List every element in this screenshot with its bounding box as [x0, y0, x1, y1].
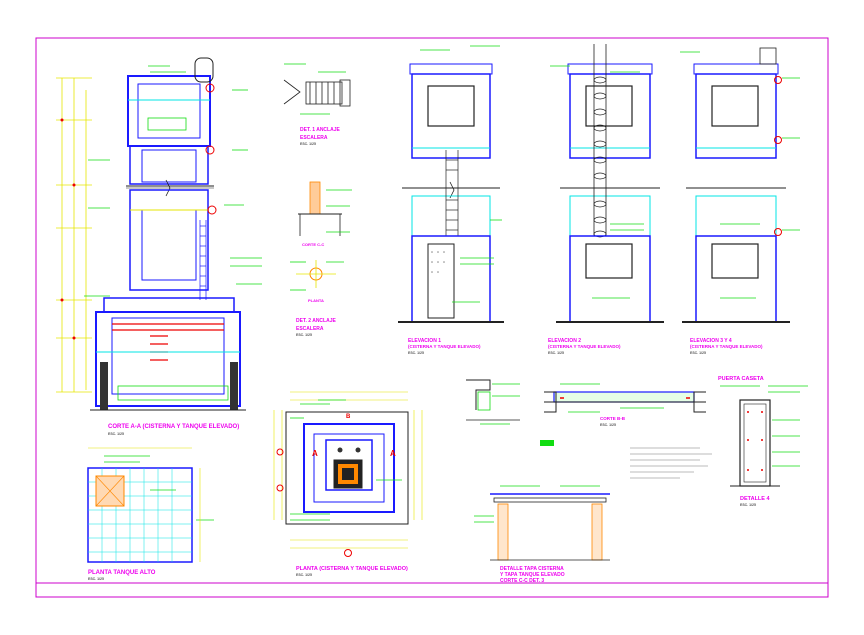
tapa-title-line1: DETALLE TAPA CISTERNA [500, 566, 564, 572]
corte-a-a-title: CORTE A-A (CISTERNA Y TANQUE ELEVADO) [108, 424, 239, 430]
detalle-4-scale: ESC. 1/25 [740, 503, 756, 507]
corte-b-b-scale: ESC. 1/25 [600, 423, 616, 427]
elevacion-3-4-title-line2: (CISTERNA Y TANQUE ELEVADO) [690, 344, 763, 349]
elevacion-2-title-line1: ELEVACION 2 [548, 338, 581, 344]
planta-cisterna-drawing: A A B PLANTA (CISTERNA Y TANQUE ELEVADO)… [273, 391, 423, 577]
corte-a-a-scale: ESC. 1/25 [108, 432, 124, 436]
svg-text:A: A [390, 449, 396, 458]
elevacion-2-drawing: ELEVACION 2 (CISTERNA Y TANQUE ELEVADO) … [548, 44, 664, 355]
elevacion-3-4-drawing: ELEVACION 3 Y 4 (CISTERNA Y TANQUE ELEVA… [680, 47, 800, 355]
corte-c-small-label: CORTE C-C [302, 242, 324, 247]
elevacion-3-4-scale: ESC. 1/25 [690, 351, 706, 355]
det2-title-line1: DET. 2 ANCLAJE [296, 318, 336, 324]
detalle-4-title: DETALLE 4 [740, 496, 770, 502]
det1-title-line1: DET. 1 ANCLAJE [300, 127, 340, 133]
elevacion-3-4-title-line1: ELEVACION 3 Y 4 [690, 338, 732, 344]
planta-tanque-alto-scale: ESC. 1/25 [88, 577, 104, 581]
planta-small-label: PLANTA [308, 298, 324, 303]
tapa-title-line2: Y TAPA TANQUE ELEVADO [500, 572, 565, 578]
tapa-title-line3: CORTE C-C DET. 3 [500, 578, 544, 584]
elevacion-1-title-line1: ELEVACION 1 [408, 338, 441, 344]
sheet-outer-border [35, 37, 829, 598]
det1-scale: ESC. 1/25 [300, 142, 316, 146]
corte-b-b-title: CORTE B-B [600, 416, 626, 421]
det2-scale: ESC. 1/25 [296, 333, 312, 337]
elevacion-1-scale: ESC. 1/25 [408, 351, 424, 355]
anclaje-corte-c-drawing: CORTE C-C PLANTA DET. 2 ANCLAJE ESCALERA… [290, 181, 352, 337]
corte-a-a-drawing: CORTE A-A (CISTERNA Y TANQUE ELEVADO) ES… [56, 57, 262, 436]
det1-anclaje-drawing: DET. 1 ANCLAJE ESCALERA ESC. 1/25 [283, 63, 351, 146]
elevacion-2-title-line2: (CISTERNA Y TANQUE ELEVADO) [548, 344, 621, 349]
planta-tanque-alto-title: PLANTA TANQUE ALTO [88, 570, 156, 576]
elevacion-1-title-line2: (CISTERNA Y TANQUE ELEVADO) [408, 344, 481, 349]
planta-title: PLANTA (CISTERNA Y TANQUE ELEVADO) [296, 566, 408, 572]
planta-scale: ESC. 1/25 [296, 573, 312, 577]
elevacion-2-scale: ESC. 1/25 [548, 351, 564, 355]
small-details-drawing [466, 379, 520, 425]
detalle-tapa-drawing: DETALLE TAPA CISTERNA Y TAPA TANQUE ELEV… [474, 485, 610, 584]
svg-text:B: B [346, 414, 351, 420]
elevacion-1-drawing: ELEVACION 1 (CISTERNA Y TANQUE ELEVADO) … [398, 45, 504, 355]
svg-text:A: A [312, 449, 318, 458]
det2-title-line2: ESCALERA [296, 326, 324, 332]
puerta-caseta-title: PUERTA CASETA [718, 376, 764, 382]
corte-b-b-drawing: CORTE B-B ESC. 1/25 [540, 383, 712, 479]
planta-tanque-alto-drawing: PLANTA TANQUE ALTO ESC. 1/25 [87, 447, 214, 581]
det1-title-line2: ESCALERA [300, 135, 328, 141]
puerta-caseta-drawing: PUERTA CASETA DETALLE 4 ESC. 1/25 [718, 376, 808, 507]
